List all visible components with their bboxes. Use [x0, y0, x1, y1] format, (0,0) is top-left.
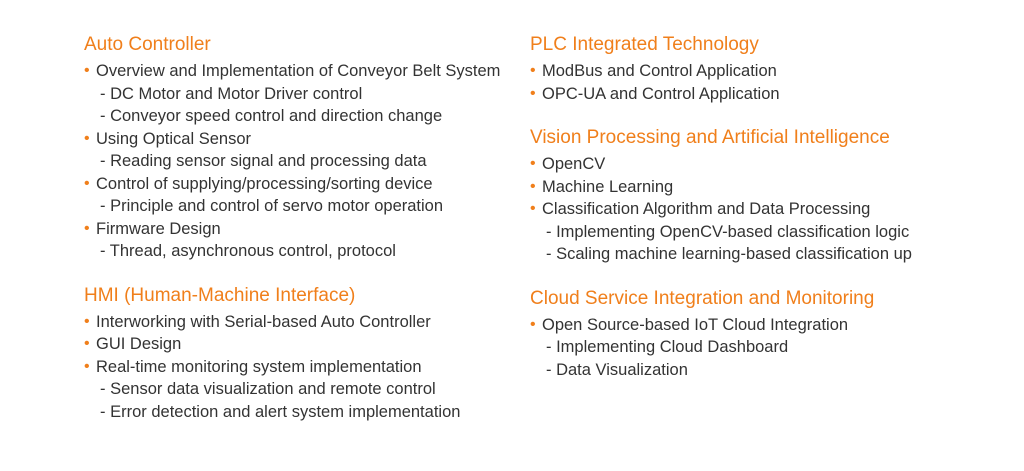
sub-item: Error detection and alert system impleme…: [96, 401, 524, 424]
item-label: Classification Algorithm and Data Proces…: [542, 200, 871, 218]
list-item: Overview and Implementation of Conveyor …: [84, 60, 524, 128]
list-item: Interworking with Serial-based Auto Cont…: [84, 311, 524, 334]
list-item: Real-time monitoring system implementati…: [84, 356, 524, 424]
hmi-section: HMI (Human-Machine Interface) Interworki…: [84, 283, 524, 424]
item-label: Real-time monitoring system implementati…: [96, 357, 422, 376]
section-title: Auto Controller: [84, 34, 211, 55]
list-item: Control of supplying/processing/sorting …: [84, 173, 524, 218]
list-item: ModBus and Control Application: [530, 60, 1000, 83]
item-label: Overview and Implementation of Conveyor …: [96, 62, 501, 80]
sub-item: Thread, asynchronous control, protocol: [96, 240, 524, 263]
list-item: GUI Design: [84, 333, 524, 356]
vision-section: Vision Processing and Artificial Intelli…: [530, 125, 1000, 266]
item-label: OPC-UA and Control Application: [542, 84, 780, 103]
sub-item: Implementing Cloud Dashboard: [542, 336, 1000, 359]
sub-item: Reading sensor signal and processing dat…: [96, 150, 524, 173]
list-item: Classification Algorithm and Data Proces…: [530, 198, 1000, 266]
item-label: Using Optical Sensor: [96, 129, 251, 148]
section-title: PLC Integrated Technology: [530, 34, 759, 55]
sub-item: Data Visualization: [542, 359, 1000, 382]
sub-item: Scaling machine learning-based classific…: [542, 243, 1000, 266]
right-column: PLC Integrated Technology ModBus and Con…: [530, 32, 1000, 401]
list-item: Open Source-based IoT Cloud Integration …: [530, 314, 1000, 382]
item-label: OpenCV: [542, 155, 606, 173]
cloud-section: Cloud Service Integration and Monitoring…: [530, 286, 1000, 382]
item-label: Firmware Design: [96, 219, 221, 238]
sub-item: Sensor data visualization and remote con…: [96, 378, 524, 401]
section-title: HMI (Human-Machine Interface): [84, 284, 356, 306]
list-item: OpenCV: [530, 153, 1000, 176]
left-column: Auto Controller Overview and Implementat…: [84, 32, 524, 443]
item-label: Open Source-based IoT Cloud Integration: [542, 315, 849, 334]
section-title: Vision Processing and Artificial Intelli…: [530, 127, 890, 148]
sub-item: Conveyor speed control and direction cha…: [96, 105, 524, 128]
item-label: GUI Design: [96, 335, 182, 353]
sub-item: DC Motor and Motor Driver control: [96, 83, 524, 106]
plc-section: PLC Integrated Technology ModBus and Con…: [530, 32, 1000, 105]
list-item: Using Optical Sensor Reading sensor sign…: [84, 128, 524, 173]
item-label: ModBus and Control Application: [542, 62, 777, 80]
section-title: Cloud Service Integration and Monitoring: [530, 287, 875, 309]
sub-item: Implementing OpenCV-based classification…: [542, 221, 1000, 244]
item-label: Control of supplying/processing/sorting …: [96, 174, 433, 193]
item-label: Machine Learning: [542, 177, 674, 196]
sub-item: Principle and control of servo motor ope…: [96, 195, 524, 218]
auto-controller-section: Auto Controller Overview and Implementat…: [84, 32, 524, 263]
item-label: Interworking with Serial-based Auto Cont…: [96, 312, 431, 331]
list-item: OPC-UA and Control Application: [530, 83, 1000, 106]
list-item: Machine Learning: [530, 176, 1000, 199]
list-item: Firmware Design Thread, asynchronous con…: [84, 218, 524, 263]
